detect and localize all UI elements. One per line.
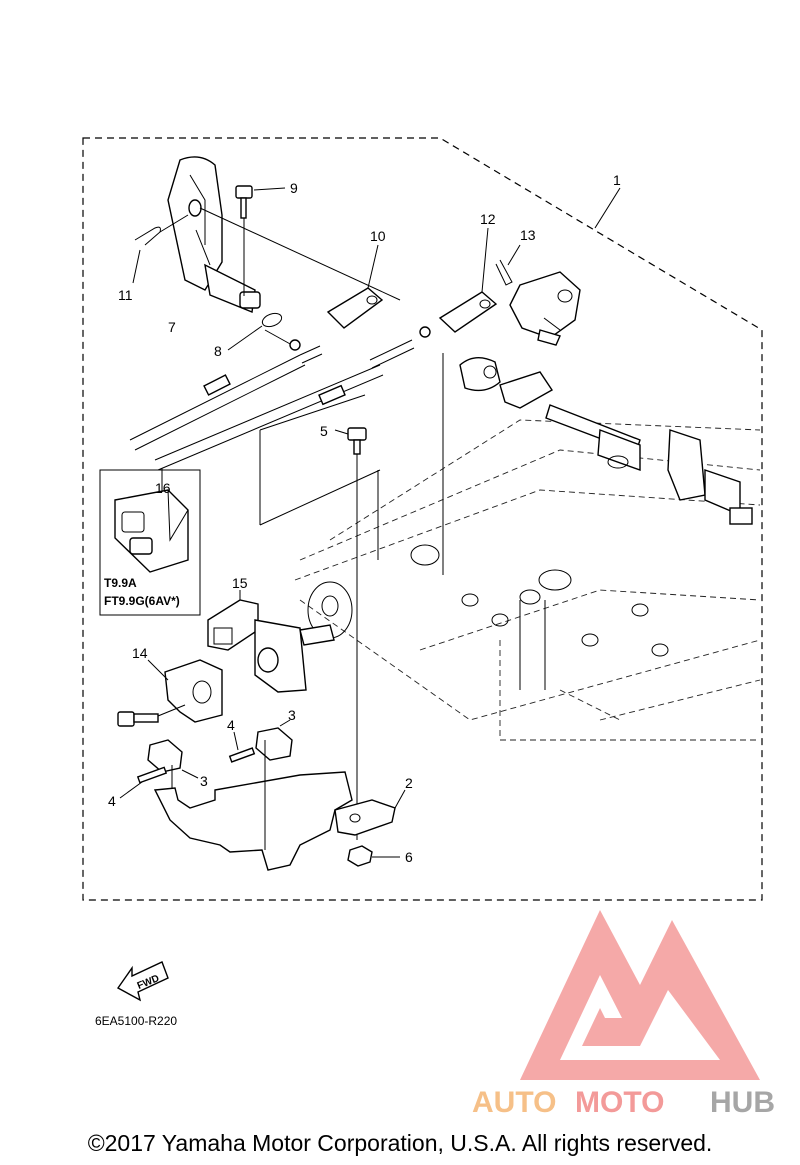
callout-9: 9 — [290, 180, 298, 196]
callout-14: 14 — [132, 645, 148, 661]
callout-11: 11 — [118, 287, 133, 303]
callout-10: 10 — [370, 228, 386, 244]
part-1-leader — [594, 187, 621, 229]
callout-3-right: 3 — [288, 707, 296, 723]
callout-4-left: 4 — [108, 793, 116, 809]
callout-12: 12 — [480, 211, 496, 227]
part-16-inset — [99, 468, 201, 616]
shift-cable — [129, 329, 323, 451]
part-14-bracket — [147, 659, 223, 723]
part-3-clamp-right — [255, 719, 293, 761]
logo-triangle-icon — [520, 910, 760, 1080]
callout-7: 7 — [168, 319, 176, 335]
part-5-bolt — [334, 427, 367, 840]
part-11-clip — [132, 214, 189, 284]
fwd-arrow-icon: FWD — [116, 961, 169, 1002]
automotohub-logo: AUTO MOTO HUB — [472, 910, 775, 1119]
inset-model-1: T9.9A — [104, 576, 137, 590]
callout-numbers: 1 2 3 3 4 4 5 6 7 8 9 10 11 12 13 14 15 … — [108, 172, 621, 865]
part-6-nut — [347, 845, 400, 867]
assembly-guide-lines — [259, 394, 381, 560]
callout-5: 5 — [320, 423, 328, 439]
inset-model-2: FT9.9G(6AV*) — [104, 594, 180, 608]
part-4-pin-left — [119, 766, 168, 799]
part-8-o-ring — [227, 312, 283, 351]
callout-6: 6 — [405, 849, 413, 865]
part-14-bolt — [117, 704, 186, 727]
part-9-bolt — [235, 185, 286, 296]
diagram-code: 6EA5100-R220 — [95, 1014, 177, 1028]
motor-housing-outline — [294, 419, 761, 741]
logo-word-hub: HUB — [710, 1086, 775, 1119]
throttle-cable — [154, 339, 415, 471]
part-10-cable-joint — [289, 244, 384, 351]
logo-word-auto: AUTO — [472, 1086, 556, 1119]
shift-linkage — [442, 353, 753, 575]
part-2-mounting-plate — [153, 740, 406, 871]
logo-word-moto: MOTO — [575, 1086, 664, 1119]
callout-2: 2 — [405, 775, 413, 791]
throttle-arm-assembly — [509, 271, 581, 346]
part-13-pin — [495, 244, 521, 286]
part-4-pin-right — [228, 731, 256, 763]
callout-3-left: 3 — [200, 773, 208, 789]
part-15-bracket — [207, 590, 335, 693]
callout-13: 13 — [520, 227, 536, 243]
part-7-shift-lever — [167, 156, 401, 313]
callout-16: 16 — [155, 480, 171, 496]
copyright-notice: ©2017 Yamaha Motor Corporation, U.S.A. A… — [87, 1130, 713, 1156]
part-12-cable-joint — [419, 227, 498, 338]
callout-1: 1 — [613, 172, 621, 188]
part-3-clamp-left — [147, 739, 199, 779]
callout-8: 8 — [214, 343, 222, 359]
callout-15: 15 — [232, 575, 248, 591]
callout-4-right: 4 — [227, 717, 235, 733]
